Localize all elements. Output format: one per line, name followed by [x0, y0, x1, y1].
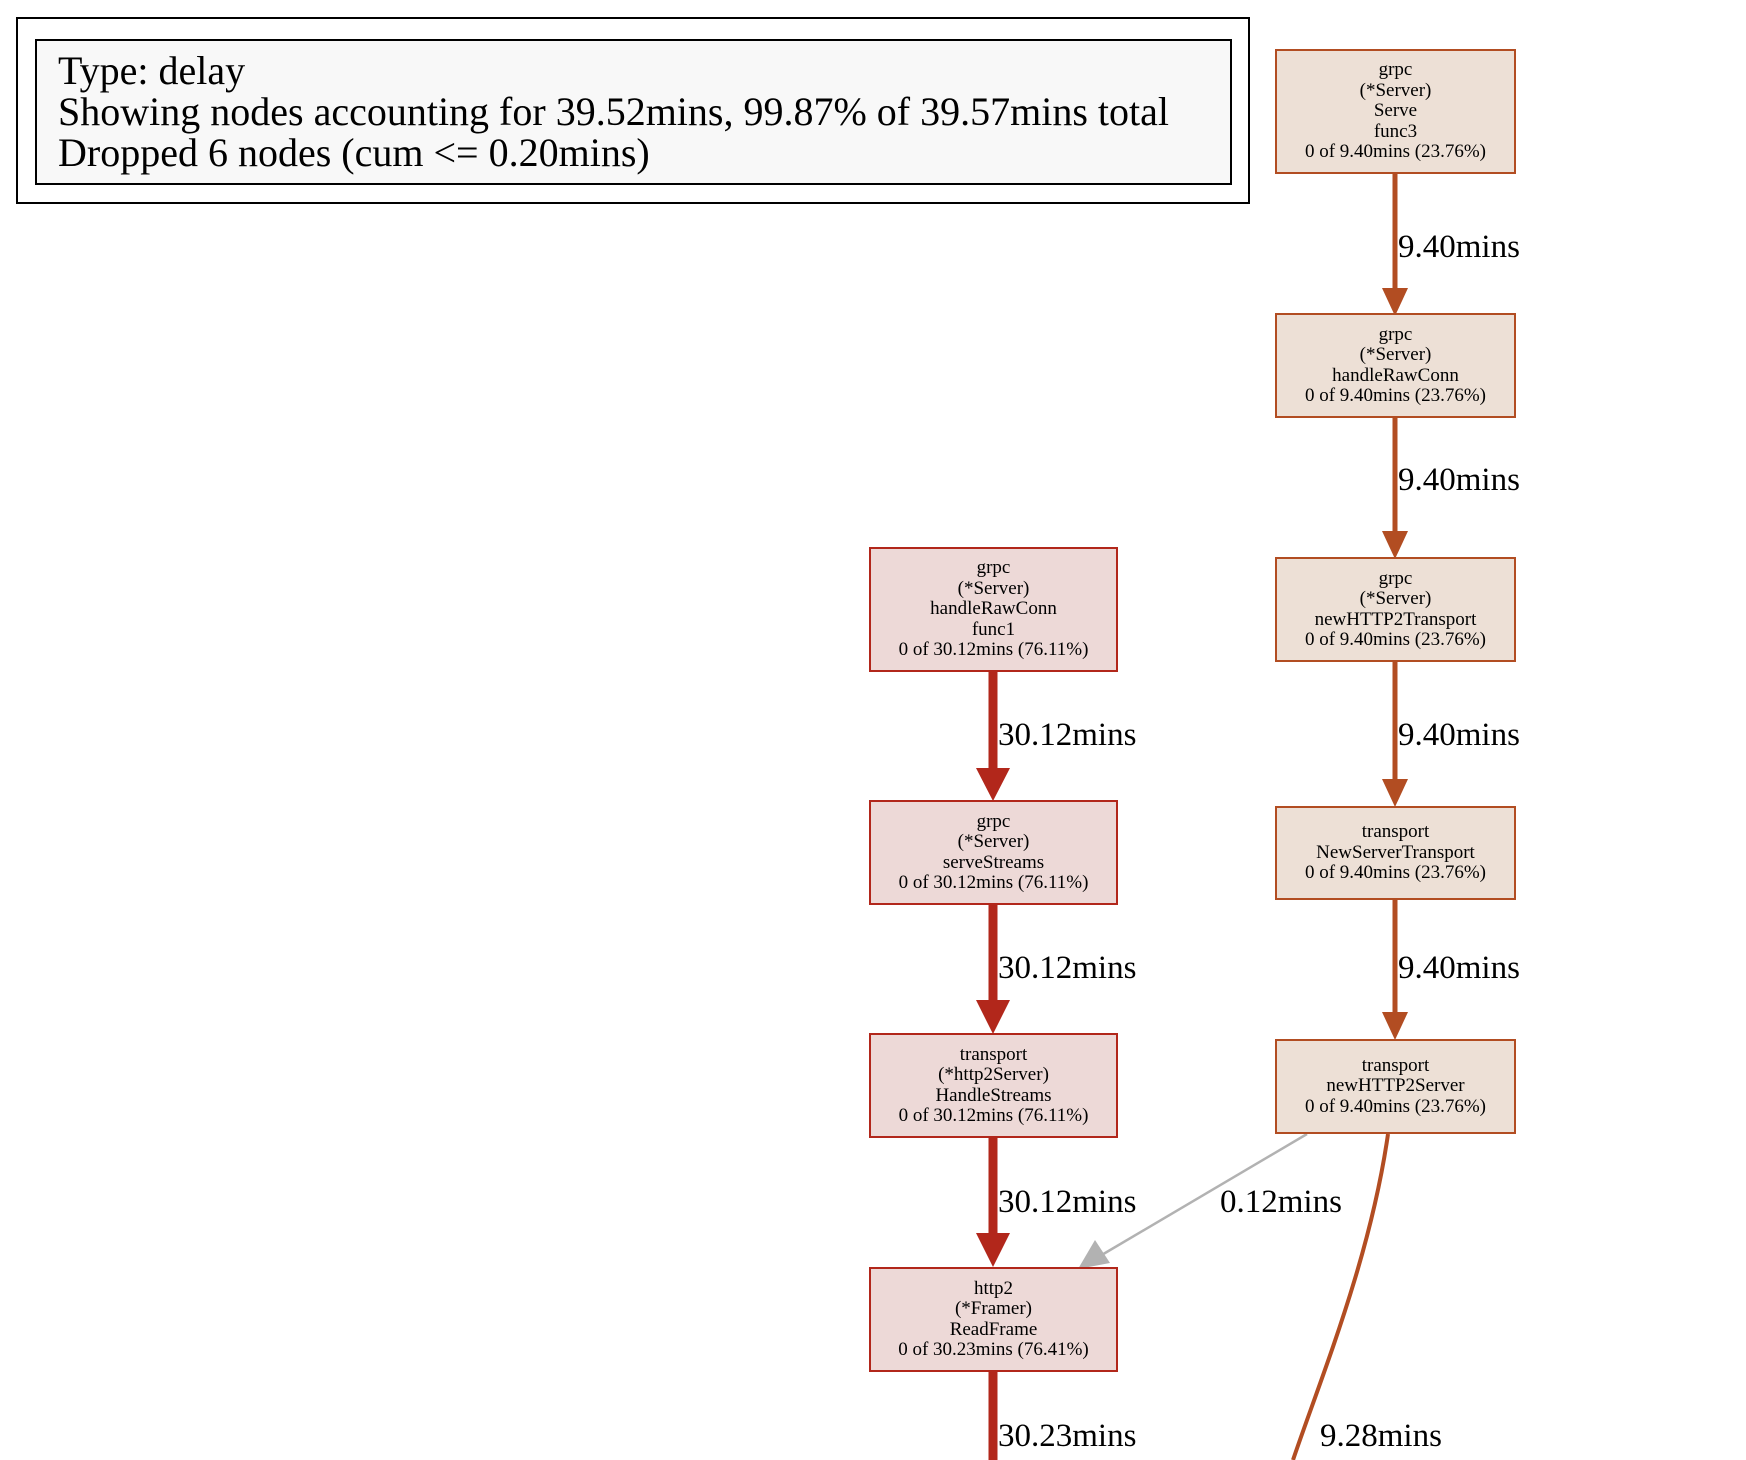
node-line: NewServerTransport [1316, 841, 1475, 863]
node-line: grpc [1378, 59, 1413, 81]
node-line: (*Server) [957, 577, 1030, 599]
node-line: 0 of 9.40mins (23.76%) [1304, 1095, 1486, 1117]
node-line: transport [1361, 1054, 1430, 1076]
node-line: 0 of 30.12mins (76.11%) [898, 1105, 1089, 1126]
node-line: grpc [976, 810, 1011, 832]
node-line: 0 of 30.12mins (76.11%) [898, 872, 1089, 893]
node-line: 0 of 9.40mins (23.76%) [1304, 862, 1486, 884]
node-line: (*Server) [1359, 344, 1432, 365]
node-line: func3 [1373, 120, 1418, 142]
node-line: transport [959, 1043, 1028, 1065]
node-servestreams[interactable]: grpc (*Server) serveStreams 0 of 30.12mi… [869, 800, 1118, 905]
node-line: 0 of 30.23mins (76.41%) [898, 1339, 1089, 1360]
edge-label: 9.28mins [1320, 1418, 1442, 1454]
node-readframe[interactable]: http2 (*Framer) ReadFrame 0 of 30.23mins… [869, 1267, 1118, 1372]
node-line: transport [1361, 821, 1430, 843]
edge-newservertransport-to-newhttp2server [1382, 900, 1408, 1040]
edge-label: 30.12mins [998, 950, 1137, 986]
edge-label: 30.12mins [998, 717, 1137, 753]
edge-serve-func3-to-handlerawconn [1382, 174, 1408, 316]
node-line: (*http2Server) [938, 1064, 1049, 1085]
node-line: 0 of 9.40mins (23.76%) [1304, 141, 1486, 163]
edge-label: 30.23mins [998, 1418, 1137, 1454]
node-line: handleRawConn [1332, 364, 1459, 386]
node-line: (*Framer) [954, 1298, 1033, 1319]
node-newhttp2transport[interactable]: grpc (*Server) newHTTP2Transport 0 of 9.… [1275, 557, 1516, 662]
node-line: newHTTP2Server [1326, 1075, 1465, 1097]
edge-label: 9.40mins [1398, 717, 1520, 753]
node-handlerawconn[interactable]: grpc (*Server) handleRawConn 0 of 9.40mi… [1275, 313, 1516, 418]
edge-servestreams-to-handlestreams [976, 905, 1010, 1034]
node-line: newHTTP2Transport [1314, 608, 1477, 630]
node-line: Serve [1373, 100, 1418, 122]
edge-label: 9.40mins [1398, 229, 1520, 265]
legend-summary: Showing nodes accounting for 39.52mins, … [58, 89, 1170, 134]
edge-handlestreams-to-readframe [976, 1138, 1010, 1267]
node-line: 0 of 9.40mins (23.76%) [1304, 385, 1486, 406]
edge-label: 9.40mins [1398, 950, 1520, 986]
node-line: (*Server) [1359, 588, 1432, 609]
node-line: 0 of 9.40mins (23.76%) [1304, 629, 1486, 650]
edge-label: 0.12mins [1220, 1184, 1342, 1220]
edge-handlerawconn-func1-to-servestreams [976, 672, 1010, 801]
edge-newhttp2server-out [1291, 1133, 1390, 1460]
edge-label: 30.12mins [998, 1184, 1137, 1220]
node-handlerawconn-func1[interactable]: grpc (*Server) handleRawConn func1 0 of … [869, 547, 1118, 672]
node-line: (*Server) [1359, 79, 1432, 101]
legend-text: Type: delay Showing nodes accounting for… [35, 39, 1232, 185]
edge-newhttp2transport-to-newservertransport [1382, 662, 1408, 807]
legend-type: Type: delay [58, 48, 246, 93]
node-line: HandleStreams [935, 1084, 1052, 1106]
node-line: grpc [1378, 323, 1413, 345]
edge-handlerawconn-to-newhttp2transport [1382, 418, 1408, 559]
node-handlestreams[interactable]: transport (*http2Server) HandleStreams 0… [869, 1033, 1118, 1138]
node-line: ReadFrame [949, 1318, 1038, 1340]
node-newservertransport[interactable]: transport NewServerTransport 0 of 9.40mi… [1275, 806, 1516, 900]
node-serve-func3[interactable]: grpc (*Server) Serve func3 0 of 9.40mins… [1275, 49, 1516, 174]
legend-dropped: Dropped 6 nodes (cum <= 0.20mins) [58, 130, 650, 175]
node-line: (*Server) [957, 831, 1030, 852]
node-line: http2 [973, 1277, 1014, 1299]
node-line: handleRawConn [930, 598, 1057, 620]
node-line: grpc [976, 557, 1011, 579]
node-line: func1 [971, 618, 1016, 640]
node-line: 0 of 30.12mins (76.11%) [898, 639, 1089, 661]
edge-newhttp2server-to-readframe [1078, 1132, 1308, 1269]
node-newhttp2server[interactable]: transport newHTTP2Server 0 of 9.40mins (… [1275, 1039, 1516, 1134]
node-line: serveStreams [942, 851, 1045, 873]
node-line: grpc [1378, 567, 1413, 589]
edge-label: 9.40mins [1398, 462, 1520, 498]
